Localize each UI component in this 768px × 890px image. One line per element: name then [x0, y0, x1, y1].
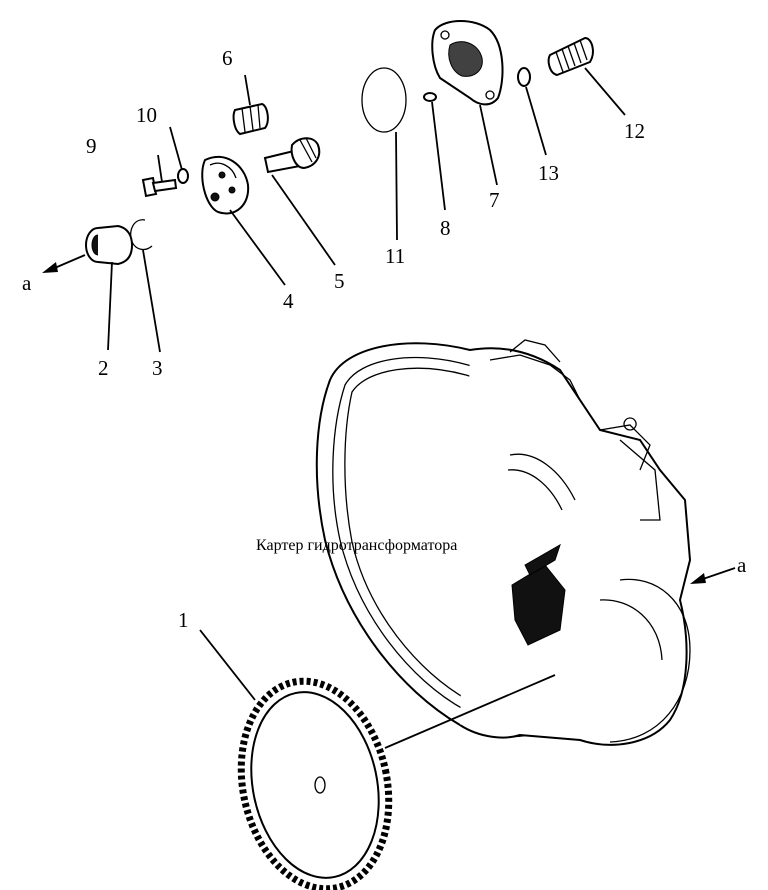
drive-gear-shaft-part-5 — [263, 137, 321, 174]
callout-1: 1 — [178, 608, 189, 632]
snap-ring-part-3 — [130, 219, 153, 251]
pump-cover-part-7 — [431, 20, 504, 106]
spring-part-12 — [547, 36, 594, 77]
flow-arrow-right — [690, 567, 736, 584]
washer-part-13 — [517, 67, 531, 87]
callout-11: 11 — [385, 244, 405, 268]
bearing-part-2 — [85, 224, 134, 266]
washer-part-10 — [177, 168, 189, 184]
callout-2: 2 — [98, 356, 109, 380]
torque-converter-housing — [315, 339, 692, 746]
housing-caption: Картер гидротрансформатора — [256, 537, 457, 554]
callout-13: 13 — [538, 161, 559, 185]
flow-marker-left: a — [22, 271, 32, 295]
callout-12: 12 — [624, 119, 645, 143]
pin-part-8 — [423, 92, 437, 102]
flow-marker-right: a — [737, 553, 747, 577]
ring-gear-part-1 — [237, 677, 393, 890]
callout-9: 9 — [86, 134, 97, 158]
callout-6: 6 — [222, 46, 233, 70]
callout-10: 10 — [136, 103, 157, 127]
bolt-part-9 — [141, 176, 178, 198]
o-ring-part-11 — [361, 67, 407, 133]
callout-8: 8 — [440, 216, 451, 240]
callout-3: 3 — [152, 356, 163, 380]
pump-body-part-4 — [201, 155, 250, 215]
driven-gear-part-6 — [232, 102, 269, 136]
callout-4: 4 — [283, 289, 294, 313]
leader-lines — [107, 67, 626, 749]
flow-arrow-left — [42, 254, 86, 273]
callout-5: 5 — [334, 269, 345, 293]
callout-7: 7 — [489, 188, 500, 212]
